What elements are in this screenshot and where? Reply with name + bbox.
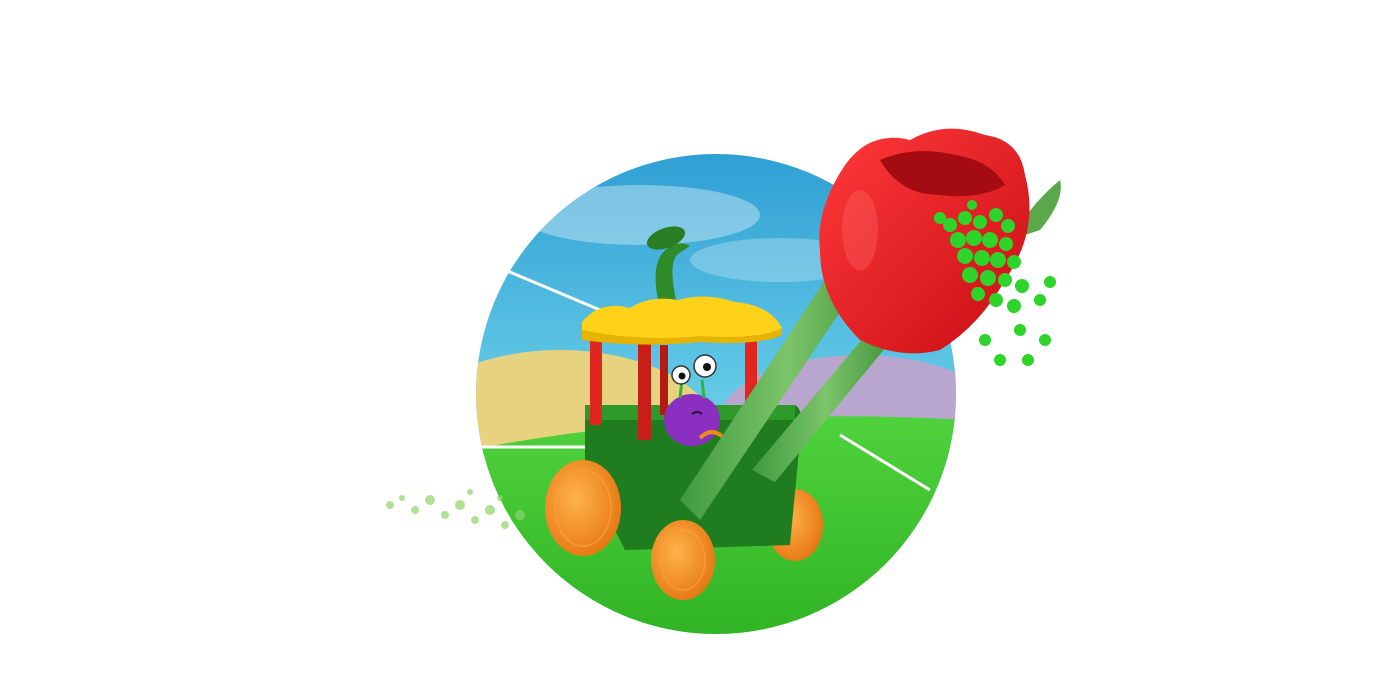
light-streak (839, 433, 931, 492)
peas (934, 200, 1056, 366)
asparagus-stalk (752, 318, 900, 482)
pillar (590, 330, 602, 425)
light-streak (504, 268, 601, 312)
purple-creature (664, 354, 726, 446)
pillar (660, 345, 668, 415)
red-pepper-bucket (819, 128, 1030, 354)
pepper-stem (655, 243, 690, 300)
pepper-opening (880, 151, 1005, 197)
cloud (520, 185, 760, 245)
dust-trail (386, 489, 525, 529)
yellow-roof (582, 296, 782, 339)
pillar (745, 330, 757, 405)
pillar (638, 340, 651, 440)
steering-wheel (698, 430, 726, 440)
front-wheel-left (545, 460, 621, 556)
stem-tip (646, 226, 686, 250)
